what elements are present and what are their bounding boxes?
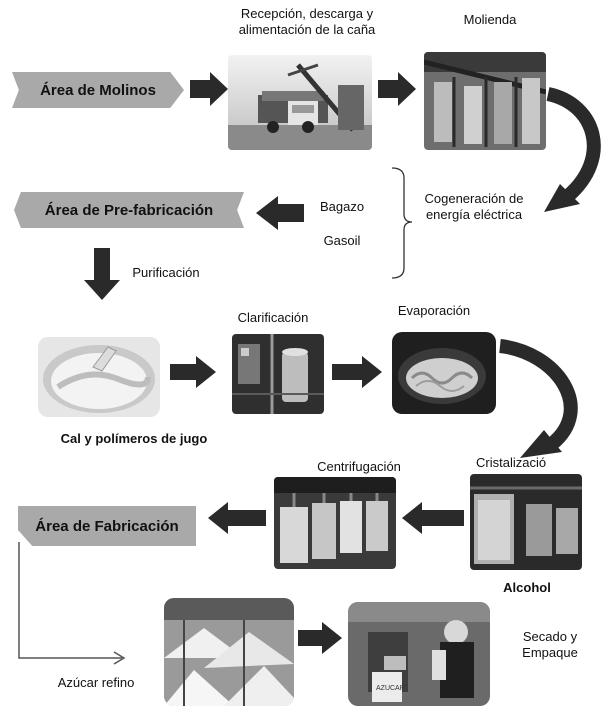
photo-clarificacion (232, 334, 324, 414)
connector-azucar-arrowhead (113, 651, 126, 665)
cogeneracion-bracket (391, 167, 413, 279)
photo-molienda-mill (424, 52, 546, 150)
input-gasoil-label: Gasoil (323, 233, 361, 248)
step-cal-polimeros-label: Cal y polímeros de jugo (60, 431, 208, 446)
step-secado-line2: Empaque (522, 645, 578, 660)
product-azucar-refino-label: Azúcar refino (57, 675, 135, 690)
area-molinos-box: Área de Molinos (12, 72, 184, 108)
arrow-clarificacion-to-evaporacion (332, 356, 382, 388)
photo-recepcion-truck (228, 55, 372, 150)
area-prefabricacion-label: Área de Pre-fabricación (44, 201, 214, 219)
photo-secado-empaque: AZUCAR (348, 602, 490, 706)
step-recepcion-line2: alimentación de la caña (238, 22, 376, 37)
step-clarificacion-label: Clarificación (237, 310, 309, 325)
photo-azucar-refino (164, 598, 294, 706)
arrow-recepcion-to-molienda (378, 72, 416, 106)
connector-fabricacion-to-azucar (18, 542, 122, 659)
arrow-evaporacion-curve (498, 339, 578, 450)
step-cogeneracion-label: Cogeneración de energía eléctrica (412, 191, 536, 223)
product-alcohol-label: Alcohol (503, 580, 551, 595)
area-fabricacion-label: Área de Fabricación (35, 517, 179, 535)
arrow-centrifugacion-to-fabricacion (208, 502, 266, 534)
input-bagazo-label: Bagazo (319, 199, 365, 214)
arrow-azucar-to-secado (298, 622, 342, 654)
step-purificacion-label: Purificación (132, 265, 200, 280)
photo-cristalizacion (470, 474, 582, 570)
area-molinos-label: Área de Molinos (40, 81, 156, 99)
photo-centrifugacion (274, 477, 396, 569)
step-cogeneracion-line1: Cogeneración de (424, 191, 524, 206)
step-evaporacion-label: Evaporación (397, 303, 471, 318)
arrow-to-prefabricacion (256, 196, 304, 230)
arrow-evaporacion-curve-head (520, 430, 562, 458)
step-molienda-label: Molienda (463, 12, 517, 27)
arrow-cal-to-clarificacion (170, 356, 216, 388)
step-cristalizacion-label: Cristalizació (476, 455, 547, 470)
area-prefabricacion-box: Área de Pre-fabricación (14, 192, 244, 228)
photo-evaporacion (392, 332, 496, 414)
arrow-cristalizacion-to-centrifugacion (402, 502, 464, 534)
arrow-molinos-to-recepcion (190, 72, 228, 106)
step-recepcion-line1: Recepción, descarga y (240, 6, 374, 21)
step-secado-line1: Secado y (522, 629, 578, 644)
step-centrifugacion-label: Centrifugación (317, 459, 401, 474)
arrow-molienda-curve-head (544, 184, 580, 212)
area-fabricacion-box: Área de Fabricación (18, 506, 196, 546)
step-recepcion-label: Recepción, descarga y alimentación de la… (222, 6, 392, 38)
arrow-purificacion-down (84, 248, 120, 300)
photo-cal-polimeros (38, 337, 160, 417)
arrow-molienda-curve (546, 87, 601, 202)
step-secado-label: Secado y Empaque (514, 629, 586, 661)
step-cogeneracion-line2: energía eléctrica (425, 207, 523, 222)
bag-print-text: AZUCAR (376, 685, 405, 692)
